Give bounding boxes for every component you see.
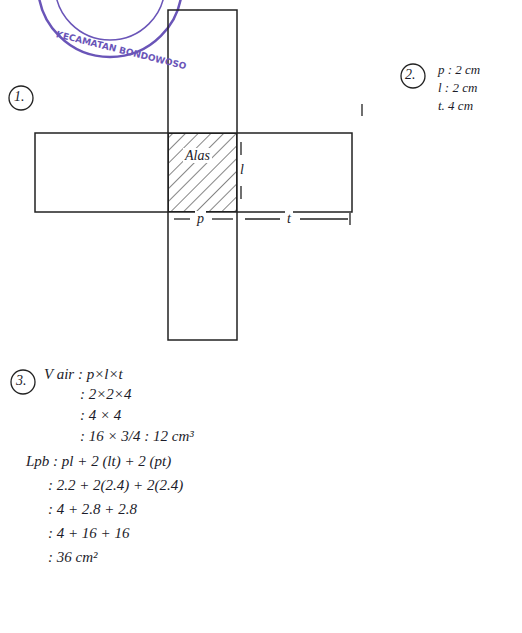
given-value: p : 2 cm xyxy=(438,63,480,77)
given-value: t. 4 cm xyxy=(438,99,473,113)
given-value: l : 2 cm xyxy=(438,81,477,95)
equation-line: : 4 + 2.8 + 2.8 xyxy=(48,501,137,518)
equation-line: : 36 cm² xyxy=(48,549,97,566)
equation-line: : 4 + 16 + 16 xyxy=(48,525,130,542)
equation-line: V air : p×l×t xyxy=(44,366,123,383)
equation-line: Lpb : pl + 2 (lt) + 2 (pt) xyxy=(26,453,171,470)
base-face: Alas xyxy=(168,133,237,212)
equation-line: : 4 × 4 xyxy=(80,407,121,424)
equation-line: : 2×2×4 xyxy=(80,386,132,403)
callout-number: 1. xyxy=(14,89,25,104)
box-net xyxy=(35,10,352,340)
callout-number: 3. xyxy=(16,373,27,388)
dimension-label: p xyxy=(195,211,206,226)
dimension-lines xyxy=(174,104,362,225)
face-label: Alas xyxy=(183,148,212,163)
callout-number: 2. xyxy=(405,67,416,82)
dimension-label: l xyxy=(238,162,246,177)
number-circles xyxy=(9,64,425,394)
dimension-label: t xyxy=(285,211,293,226)
base-hatch xyxy=(168,133,237,212)
stamp-text: KECAMATAN BONDOWOSO xyxy=(55,30,187,72)
equation-line: : 16 × 3/4 : 12 cm³ xyxy=(80,428,194,445)
equation-line: : 2.2 + 2(2.4) + 2(2.4) xyxy=(48,477,183,494)
